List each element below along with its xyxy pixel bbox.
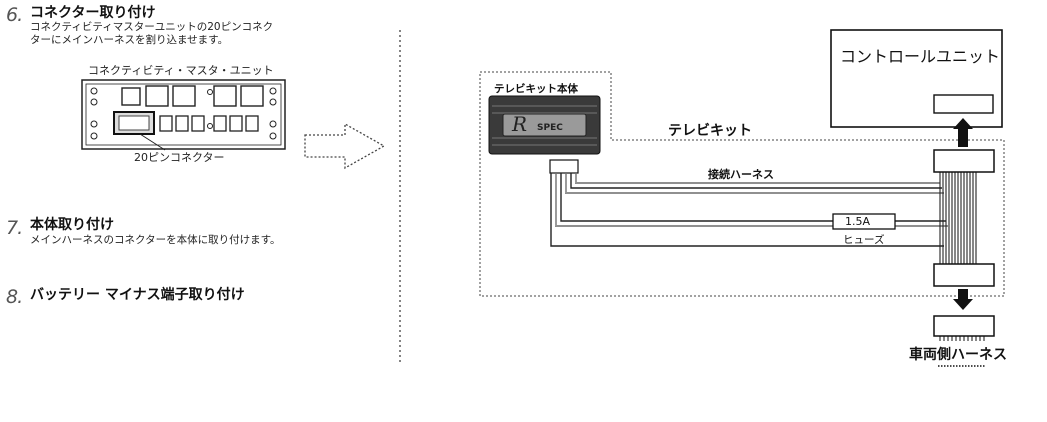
- step-7-title: 本体取り付け: [30, 217, 114, 233]
- fuse-value: 1.5A: [845, 215, 871, 228]
- arrow-down-to-vehicle: [953, 289, 973, 310]
- arrow-up-to-control-unit: [953, 118, 973, 147]
- control-unit-label: コントロールユニット: [840, 47, 1001, 66]
- connection-harness-label: 接続ハーネス: [708, 168, 774, 181]
- control-unit-port: [933, 94, 994, 114]
- section-divider: [399, 30, 401, 363]
- rspec-logo-plate: [502, 113, 587, 137]
- fuse-box: [832, 213, 896, 230]
- step-7-number: 7.: [6, 217, 23, 239]
- step-6-number: 6.: [6, 4, 23, 26]
- step-8-number: 8.: [6, 286, 23, 308]
- harness-bundle: [939, 170, 977, 265]
- harness-connector-upper: [933, 149, 995, 173]
- vehicle-connector: [933, 315, 995, 337]
- step-6-description-line2: ターにメインハーネスを割り込ませます。: [30, 34, 229, 46]
- rspec-logo-text: SPEC: [537, 123, 563, 133]
- step-6-description-line1: コネクティビティマスターユニットの20ピンコネク: [30, 21, 274, 33]
- vehicle-harness-label: 車両側ハーネス: [909, 347, 1007, 363]
- tv-kit-body-label: テレビキット本体: [494, 83, 578, 95]
- unit-illustration-title: コネクティビティ・マスタ・ユニット: [88, 64, 274, 77]
- connectivity-unit-illustration: [81, 79, 386, 170]
- step-7-description: メインハーネスのコネクターを本体に取り付けます。: [30, 234, 281, 246]
- tv-kit-label: テレビキット: [668, 123, 752, 139]
- harness-wires: [550, 173, 948, 247]
- fuse-label: ヒューズ: [843, 234, 885, 246]
- harness-connector-lower: [933, 263, 995, 287]
- step-8-title: バッテリー マイナス端子取り付け: [30, 287, 245, 303]
- rspec-logo-letter: R: [512, 112, 528, 136]
- connector-label: 20ピンコネクター: [134, 151, 225, 164]
- tv-kit-boundary: [479, 71, 1005, 297]
- step-6-title: コネクター取り付け: [30, 5, 156, 21]
